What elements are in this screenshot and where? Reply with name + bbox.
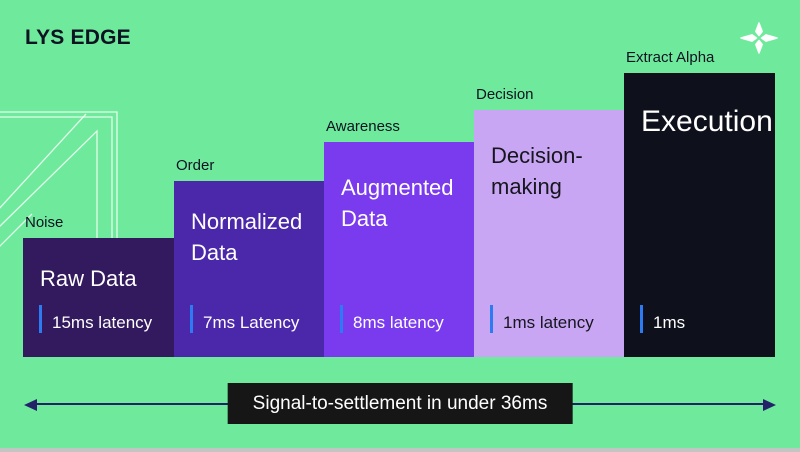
latency-label: 15ms latency	[52, 313, 153, 332]
latency-row: 8ms latency	[340, 305, 444, 333]
stage-bar: Augmented Data 8ms latency	[324, 142, 474, 357]
stage-tag: Extract Alpha	[626, 49, 715, 66]
latency-tick	[190, 305, 193, 333]
timeline: Signal-to-settlement in under 36ms	[0, 372, 800, 452]
stage-bar: Execution 1ms	[624, 73, 775, 357]
latency-tick	[490, 305, 493, 333]
latency-row: 7ms Latency	[190, 305, 299, 333]
stage-title: Raw Data	[40, 266, 137, 291]
stage-bar: Decision-making 1ms latency	[474, 110, 624, 357]
latency-label: 1ms latency	[503, 313, 594, 332]
stage-bar: Raw Data 15ms latency	[23, 238, 174, 357]
arrowhead-left-icon	[24, 398, 37, 411]
stage-tag: Decision	[476, 86, 534, 103]
stage-title: Decision-making	[491, 143, 583, 199]
arrowhead-right-icon	[763, 398, 776, 411]
latency-row: 1ms latency	[490, 305, 594, 333]
brand-title: LYS EDGE	[25, 26, 131, 49]
stage-raw-data: Noise Raw Data 15ms latency	[23, 214, 174, 357]
stage-tag: Noise	[25, 214, 64, 231]
stage-execution: Extract Alpha Execution 1ms	[624, 49, 775, 357]
sparkle-plus-icon	[740, 22, 778, 54]
latency-label: 7ms Latency	[203, 313, 300, 332]
stage-normalized-data: Order Normalized Data 7ms Latency	[174, 157, 324, 357]
stage-title: Normalized Data	[191, 209, 303, 265]
stage-title: Execution	[641, 105, 773, 138]
stage-tag: Awareness	[326, 118, 400, 135]
latency-row: 15ms latency	[39, 305, 152, 333]
latency-tick	[640, 305, 643, 333]
stage-bar: Normalized Data 7ms Latency	[174, 181, 324, 357]
latency-tick	[340, 305, 343, 333]
stage-augmented-data: Awareness Augmented Data 8ms latency	[324, 118, 474, 357]
stage-decision-making: Decision Decision-making 1ms latency	[474, 86, 624, 357]
timeline-pill: Signal-to-settlement in under 36ms	[227, 383, 573, 424]
decorative-arrow-outline	[0, 111, 118, 247]
bottom-edge-strip	[0, 448, 800, 452]
latency-row: 1ms	[640, 305, 685, 333]
latency-label: 1ms	[653, 313, 686, 332]
stage-tag: Order	[176, 157, 215, 174]
latency-tick	[39, 305, 42, 333]
latency-label: 8ms latency	[353, 313, 444, 332]
stage-title: Augmented Data	[341, 175, 454, 231]
